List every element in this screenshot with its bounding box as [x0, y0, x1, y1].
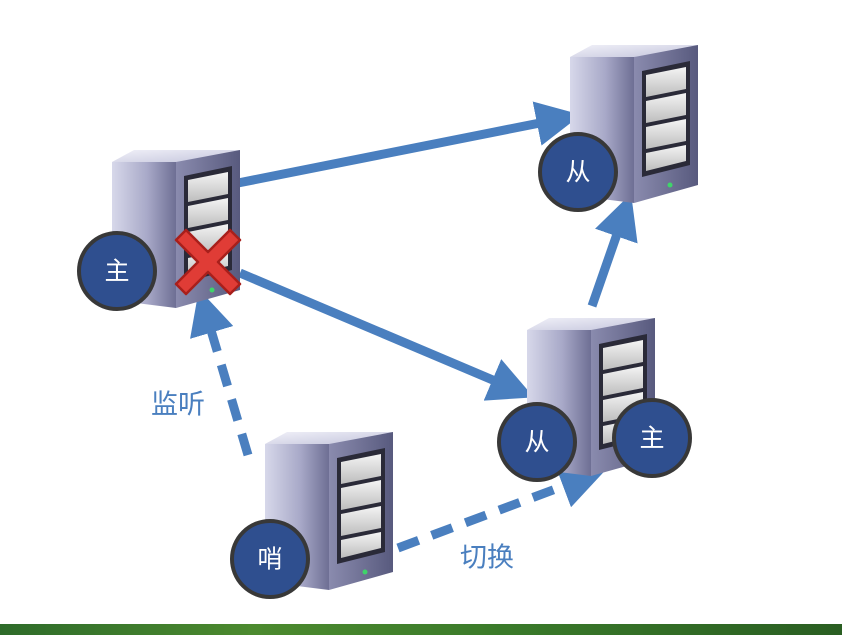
badge-promoted-slave: 从: [497, 402, 577, 482]
monitor-label: 监听: [151, 390, 205, 421]
replication-arrow-master-to-promoted: [238, 268, 534, 401]
badge-sentinel-label: 哨: [257, 545, 282, 574]
badge-slave-top: 从: [538, 132, 618, 212]
badge-promoted-slave-label: 从: [524, 428, 549, 457]
red-x-icon: [174, 228, 242, 296]
badge-sentinel: 哨: [230, 519, 310, 599]
failover-arrow-dashed: [396, 465, 606, 553]
badge-master-label: 主: [104, 257, 129, 286]
monitor-arrow-dashed: [190, 289, 253, 457]
badge-promoted-master-label: 主: [639, 424, 664, 453]
badge-slave-top-label: 从: [565, 158, 590, 187]
replication-arrow-master-to-top-slave: [237, 101, 582, 188]
badge-promoted-master: 主: [612, 398, 692, 478]
badge-master: 主: [77, 231, 157, 311]
failover-label: 切换: [460, 543, 514, 574]
replication-arrow-promoted-to-top-slave: [587, 193, 638, 308]
footer-band: [0, 624, 842, 635]
